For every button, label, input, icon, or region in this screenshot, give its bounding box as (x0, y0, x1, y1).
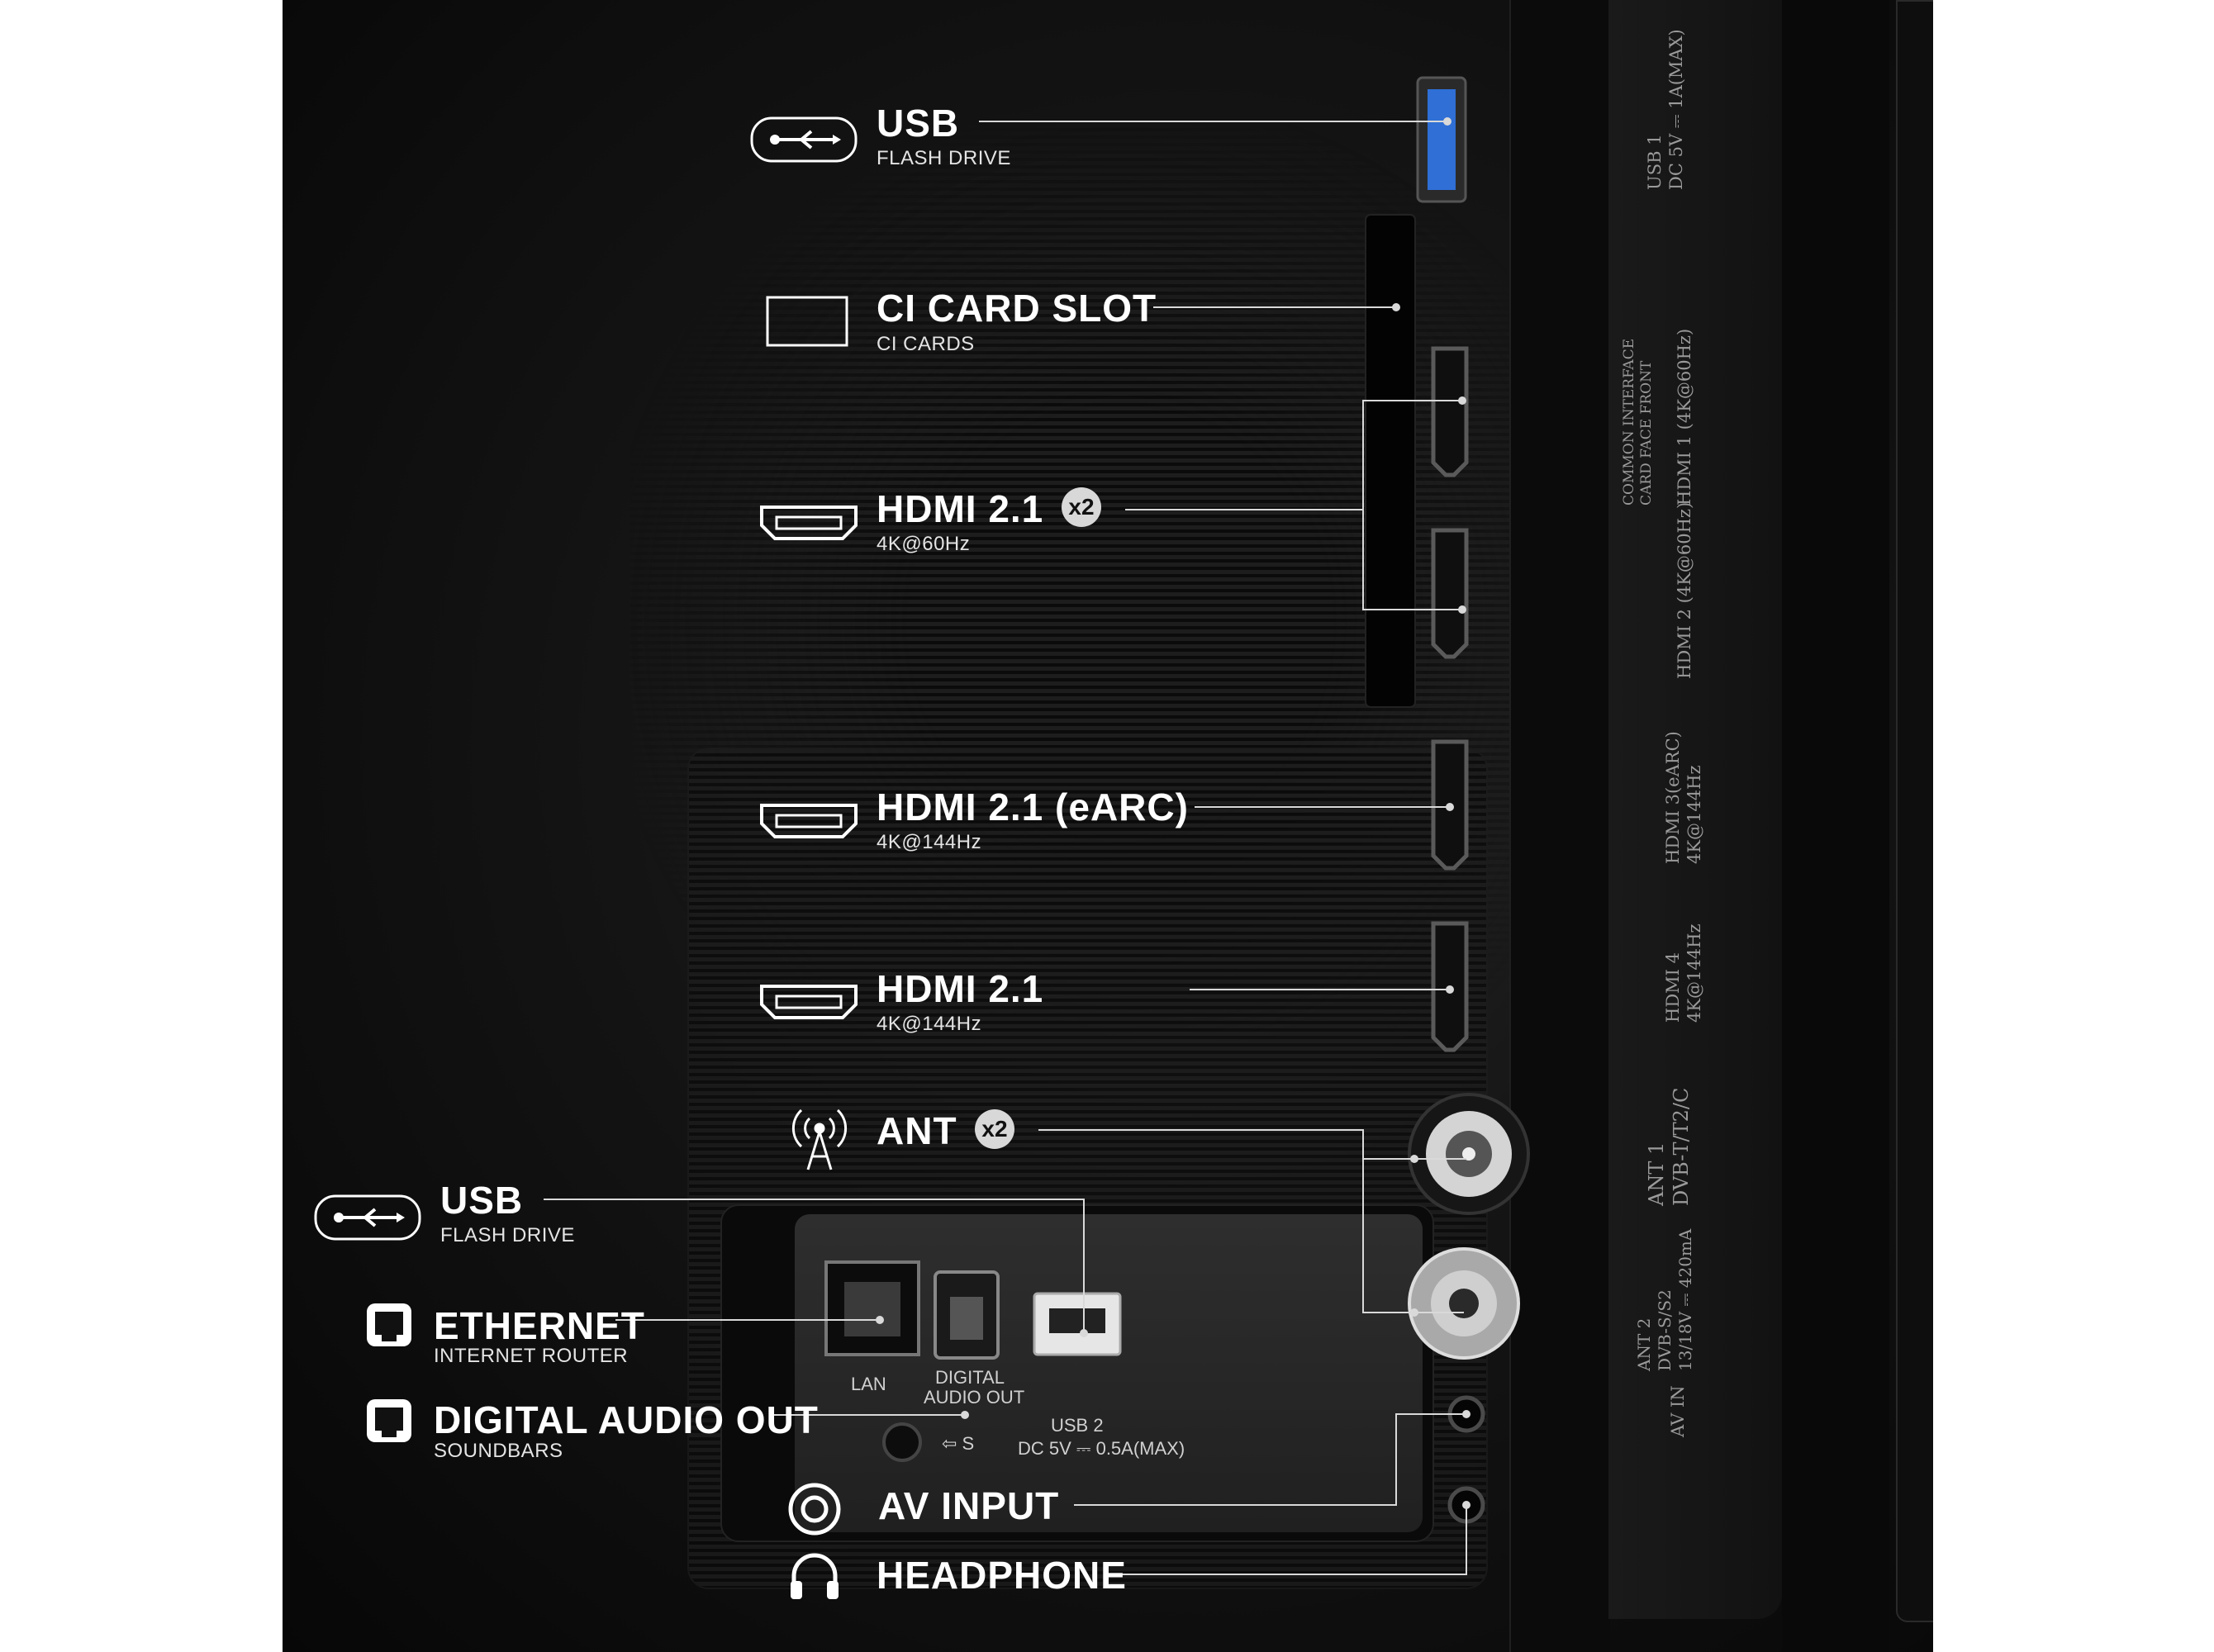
usb-port-top (1416, 76, 1467, 203)
bay-lan-label: LAN (851, 1374, 886, 1394)
side-rail (1509, 0, 1610, 1652)
usb-side-subtitle: FLASH DRIVE (440, 1224, 575, 1246)
antenna-icon (791, 1108, 848, 1170)
leader-lines (544, 121, 1467, 1575)
hdmi-b-subtitle: 4K@144Hz (877, 1013, 982, 1035)
panel-hdmi2-label: HDMI 2 (4K@60Hz) (1675, 501, 1694, 679)
hdmi-icon (760, 506, 858, 540)
hdmi-port-1 (1431, 346, 1469, 477)
ci-card-slot (1365, 214, 1416, 708)
usb-icon (314, 1194, 421, 1241)
lan-port (824, 1260, 920, 1356)
hdmi-a-subtitle: 4K@60Hz (877, 533, 971, 555)
usb-side-title: USB (440, 1179, 524, 1222)
hdmi-port-2 (1431, 528, 1469, 659)
bay-usb2-label: USB 2 (1051, 1415, 1104, 1436)
ci-card-icon (766, 296, 848, 347)
ant-count-badge: x2 (975, 1109, 1014, 1149)
hdmi-earc-subtitle: 4K@144Hz (877, 831, 982, 853)
ethernet-subtitle: INTERNET ROUTER (434, 1345, 629, 1367)
side-rail-outer (1782, 0, 1889, 1652)
bay-usb2-power-label: DC 5V ⎓ 0.5A(MAX) (1018, 1438, 1185, 1459)
ant-title: ANT (877, 1109, 957, 1152)
ethernet-icon (367, 1303, 411, 1346)
headphone-title: HEADPHONE (877, 1554, 1127, 1597)
ci-slot-title: CI CARD SLOT (877, 287, 1157, 330)
panel-hdmi1-label: HDMI 1 (4K@60Hz) (1675, 328, 1694, 506)
headphone-icon (791, 1553, 839, 1599)
usb-top-title: USB (877, 102, 960, 145)
usb-icon (750, 116, 858, 163)
digital-audio-title: DIGITAL AUDIO OUT (434, 1398, 819, 1441)
hdmi-b-title: HDMI 2.1 (877, 967, 1044, 1010)
digital-audio-subtitle: SOUNDBARS (434, 1440, 563, 1462)
usb-top-subtitle: FLASH DRIVE (877, 147, 1011, 169)
ethernet-title: ETHERNET (434, 1304, 645, 1347)
av-input-title: AV INPUT (878, 1484, 1060, 1527)
hdmi-icon (760, 985, 858, 1019)
s-screw (882, 1422, 922, 1462)
bay-digital-label: DIGITAL (935, 1367, 1005, 1388)
bay-audio-out-label: AUDIO OUT (924, 1387, 1025, 1408)
ci-slot-subtitle: CI CARDS (877, 333, 975, 355)
hdmi-a-count-badge: x2 (1062, 487, 1101, 527)
hdmi-a-title: HDMI 2.1 (877, 487, 1044, 530)
optical-port (934, 1270, 1000, 1360)
panel-hdmi3-label: HDMI 3(eARC)4K@144Hz (1663, 731, 1705, 864)
hdmi-icon (760, 804, 858, 838)
hdmi-earc-title: HDMI 2.1 (eARC) (877, 786, 1189, 828)
panel-av-in-label: AV IN (1668, 1385, 1688, 1437)
av-input-icon (788, 1483, 841, 1536)
usb2-port (1033, 1292, 1122, 1356)
port-rail (1608, 0, 1782, 1619)
port-label-strip (1896, 0, 1933, 1622)
ant1-connector (1408, 1093, 1530, 1215)
optical-audio-icon (367, 1399, 411, 1442)
bay-s-label: ⇦ S (942, 1433, 975, 1454)
ant2-connector (1408, 1247, 1520, 1360)
